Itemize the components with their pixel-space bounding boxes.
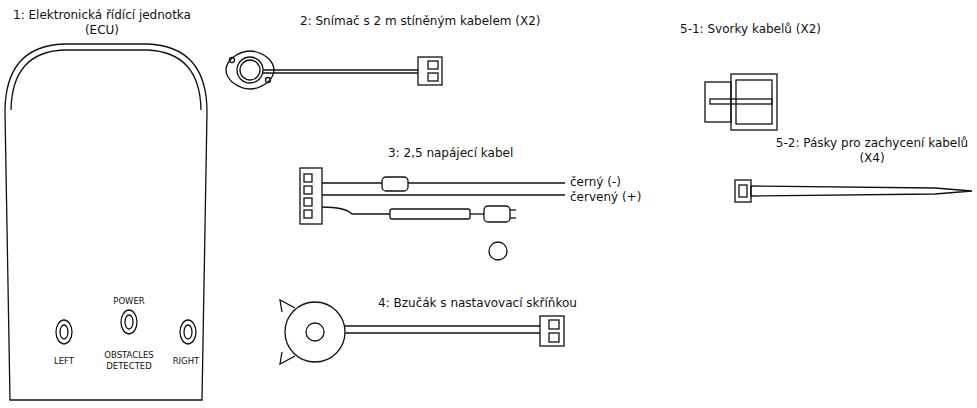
power-cable xyxy=(300,168,565,260)
cable-tie xyxy=(735,180,972,202)
panel-label: RIGHT xyxy=(173,356,200,367)
ecu-rim xyxy=(11,50,201,110)
wire-label: červený (+) xyxy=(570,190,641,205)
part-label: 3: 2,5 napájecí kabel xyxy=(388,146,513,161)
cable-clip xyxy=(705,74,777,130)
panel-label: LEFT xyxy=(54,356,74,367)
ecu-housing: 1: Elektronická řídící jednotka (ECU) POW… xyxy=(2,2,214,404)
part-label: 5-1: Svorky kabelů (X2) xyxy=(680,22,821,37)
led-lens xyxy=(125,315,133,329)
led-lens xyxy=(60,325,68,339)
ecu-outline xyxy=(2,2,214,404)
part-label: 5-2: Pásky pro zachycení kabelů (X4) xyxy=(772,136,972,166)
part-label: 4: Bzučák s nastavovací skříňkou xyxy=(378,296,577,311)
sensor xyxy=(226,51,442,89)
part-label: 2: Snímač s 2 m stíněným kabelem (X2) xyxy=(300,14,541,29)
part-label: 1: Elektronická řídící jednotka (ECU) xyxy=(2,8,202,38)
led-button xyxy=(121,310,137,334)
led-button xyxy=(180,320,196,344)
led-lens xyxy=(184,325,192,339)
ecu-body xyxy=(5,44,207,400)
panel-label: OBSTACLES DETECTED xyxy=(94,350,164,371)
wire-label: černý (-) xyxy=(570,175,621,190)
panel-label: POWER xyxy=(113,296,145,307)
led-button xyxy=(56,320,72,344)
